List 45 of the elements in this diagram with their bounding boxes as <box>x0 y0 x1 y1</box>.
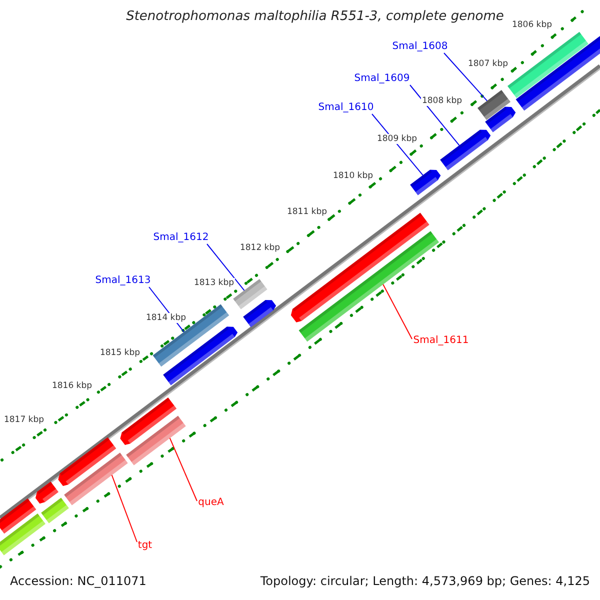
tick-label: 1812 kbp <box>238 243 282 253</box>
tick-label: 1815 kbp <box>98 348 142 358</box>
leader-line <box>111 474 138 542</box>
gene-bar <box>243 300 276 328</box>
gene-bar <box>0 514 46 556</box>
gene-bar <box>233 278 268 310</box>
tick-label: 1810 kbp <box>332 171 374 181</box>
tick-label: 1806 kbp <box>510 20 554 30</box>
leader-line <box>206 244 245 291</box>
gene-bar <box>477 90 510 120</box>
gene-label: tgt <box>138 540 152 552</box>
tick-label: 1816 kbp <box>50 381 94 391</box>
gene-bar <box>0 498 36 534</box>
gene-bar <box>58 437 116 486</box>
leader-line <box>410 84 460 146</box>
tick-label: 1808 kbp <box>420 96 464 106</box>
gene-bar <box>507 32 588 98</box>
tick-label: 1813 kbp <box>192 278 236 288</box>
gene-bar <box>120 398 177 445</box>
leader-line <box>382 284 412 340</box>
gene-bar <box>41 498 69 524</box>
tick-label: 1809 kbp <box>376 134 418 144</box>
gene-label: Smal_1611 <box>413 335 469 347</box>
gene-bar <box>516 36 600 111</box>
gene-bar <box>410 170 441 196</box>
gene-label: Smal_1608 <box>392 41 448 53</box>
gene-bar <box>163 326 238 386</box>
gene-label: Smal_1609 <box>354 73 410 85</box>
tick-label: 1807 kbp <box>466 59 510 69</box>
gene-label: Smal_1612 <box>153 232 209 244</box>
gene-label: queA <box>198 497 224 509</box>
gene-bar <box>485 106 516 132</box>
gene-bar <box>440 130 491 170</box>
accession-label: Accession: NC_011071 <box>10 574 146 588</box>
gene-label: Smal_1610 <box>318 102 374 114</box>
gene-bar <box>64 452 128 506</box>
tick-label: 1814 kbp <box>144 313 188 323</box>
genome-info: Topology: circular; Length: 4,573,969 bp; Genes: 4,125 <box>260 574 590 588</box>
gene-bar <box>36 482 58 504</box>
leader-line <box>444 52 488 102</box>
gene-bar <box>126 416 186 466</box>
leader-line <box>169 438 198 502</box>
tick-label: 1811 kbp <box>286 207 328 217</box>
tick-label: 1817 kbp <box>2 415 46 425</box>
gene-label: Smal_1613 <box>95 275 151 287</box>
